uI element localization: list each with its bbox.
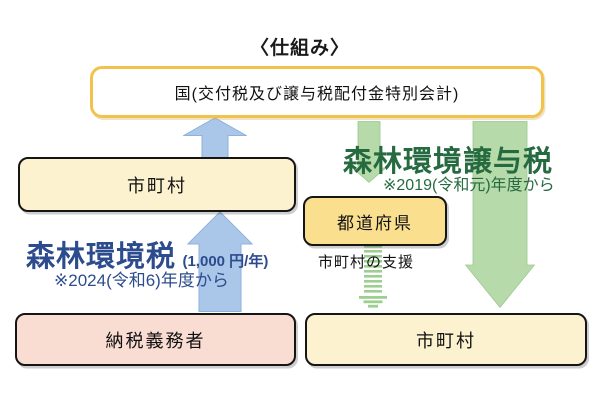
forest-env-transfer-tax-name: 森林環境譲与税 [343,146,554,178]
diagram-title: 〈仕組み〉 [249,38,350,59]
forest-env-tax-amount: (1,000 円/年) [182,253,269,270]
node-taxpayer-label: 納税義務者 [105,330,206,351]
node-taxpayer: 納税義務者 [15,313,296,366]
node-municipality-right-label: 市町村 [416,330,476,351]
arrow-down-national-to-municipality-icon [465,121,535,308]
node-prefecture-label: 都道府県 [337,213,413,233]
node-prefecture: 都道府県 [303,196,447,246]
forest-env-transfer-tax-note: ※2019(令和元)年度から [383,177,555,194]
node-municipality-left-label: 市町村 [127,175,187,196]
node-municipality-right: 市町村 [305,313,587,366]
arrow-up-taxpayer-to-municipality-icon [187,211,253,312]
arrow-down-national-to-prefecture-icon [352,121,386,183]
forest-env-tax-label: 森林環境税 (1,000 円/年) [26,233,268,275]
node-national-label: 国(交付税及び譲与税配付金特別会計) [174,86,460,103]
arrow-dashed-prefecture-support-icon [359,245,387,308]
forest-env-tax-name: 森林環境税 [26,241,177,273]
node-national: 国(交付税及び譲与税配付金特別会計) [90,66,544,118]
node-municipality-left: 市町村 [18,157,296,212]
arrow-up-municipality-to-national-icon [183,117,247,158]
prefecture-support-label: 市町村の支援 [318,254,415,271]
forest-env-tax-note: ※2024(令和6)年度から [54,271,229,290]
